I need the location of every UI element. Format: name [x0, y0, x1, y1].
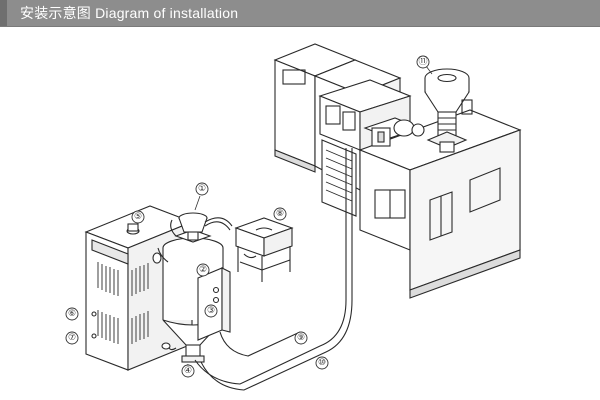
svg-text:⑧: ⑧ [276, 209, 284, 219]
svg-text:⑪: ⑪ [418, 56, 427, 67]
cabinet-vent-lower [97, 310, 119, 344]
callout-6: ⑥ [65, 307, 79, 321]
suction-filter-stand [234, 217, 294, 282]
svg-text:⑩: ⑩ [318, 358, 326, 368]
installation-drawing: ① ② ③ ④ ⑤ ⑥ ⑦ ⑧ ⑨ ⑩ ⑪ [65, 43, 522, 391]
callout-4: ④ [181, 363, 195, 378]
svg-text:⑤: ⑤ [134, 212, 142, 222]
callout-7: ⑦ [65, 331, 79, 345]
callout-9: ⑨ [294, 331, 308, 345]
svg-text:⑦: ⑦ [68, 333, 76, 343]
callout-2: ② [196, 263, 210, 277]
callout-3: ③ [204, 304, 218, 318]
svg-text:①: ① [198, 184, 206, 194]
svg-text:⑨: ⑨ [297, 333, 305, 343]
svg-text:③: ③ [207, 306, 215, 316]
injection-molding-machine [273, 43, 522, 299]
conveying-pipes [194, 148, 353, 391]
title-bar: 安装示意图 Diagram of installation [0, 0, 600, 27]
svg-text:④: ④ [184, 366, 192, 376]
cabinet-vent-upper [97, 262, 119, 296]
callout-1: ① [194, 182, 209, 211]
callout-8: ⑧ [273, 207, 287, 221]
hopper-loader-unit [411, 68, 473, 153]
svg-text:⑥: ⑥ [68, 309, 76, 319]
title-accent-mark [0, 0, 7, 26]
page-title: 安装示意图 Diagram of installation [20, 5, 239, 21]
callout-10: ⑩ [315, 356, 329, 370]
svg-text:②: ② [199, 265, 207, 275]
callout-11: ⑪ [416, 55, 433, 75]
callout-5: ⑤ [131, 210, 145, 224]
